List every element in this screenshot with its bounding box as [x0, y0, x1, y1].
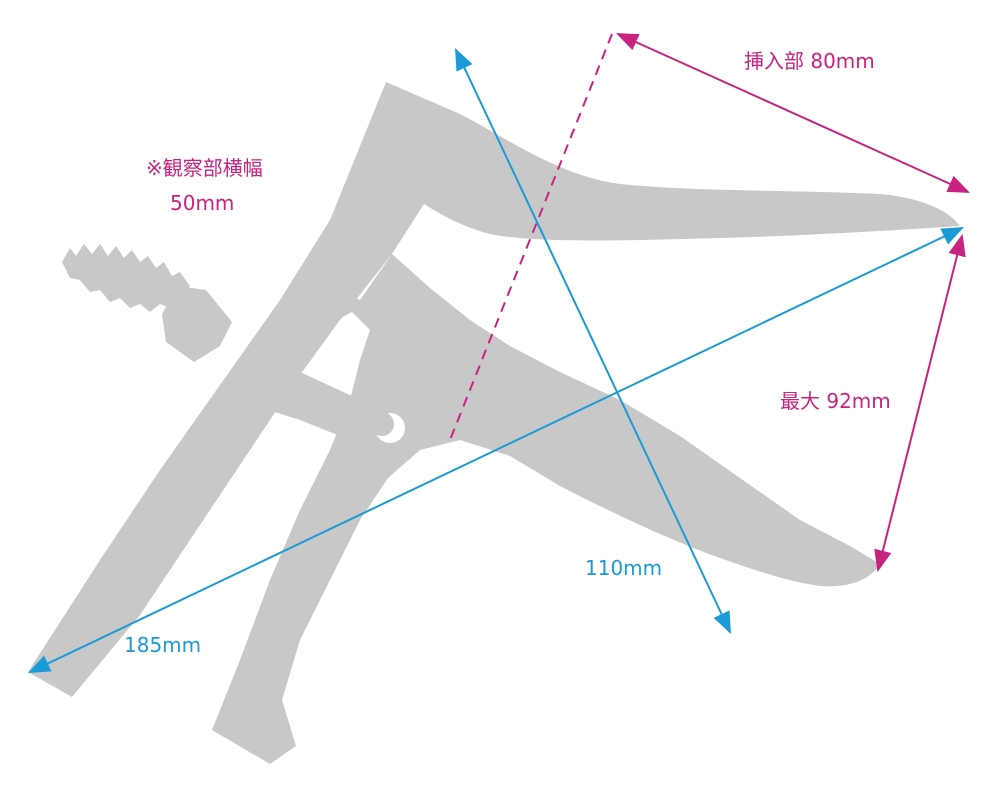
hex-nut: [162, 286, 232, 362]
lower-blade-rear-handle: [212, 254, 880, 764]
observation-width-title-label: ※観察部横幅: [146, 156, 263, 180]
insertion-length-label: 挿入部 80mm: [744, 49, 875, 73]
depth-label: 110mm: [585, 556, 663, 580]
observation-width-value-label: 50mm: [170, 191, 235, 215]
total-length-arrow: [28, 227, 964, 673]
total-length-label: 185mm: [124, 633, 202, 657]
max-opening-label: 最大 92mm: [780, 389, 891, 413]
speculum-silhouette: [28, 82, 960, 764]
